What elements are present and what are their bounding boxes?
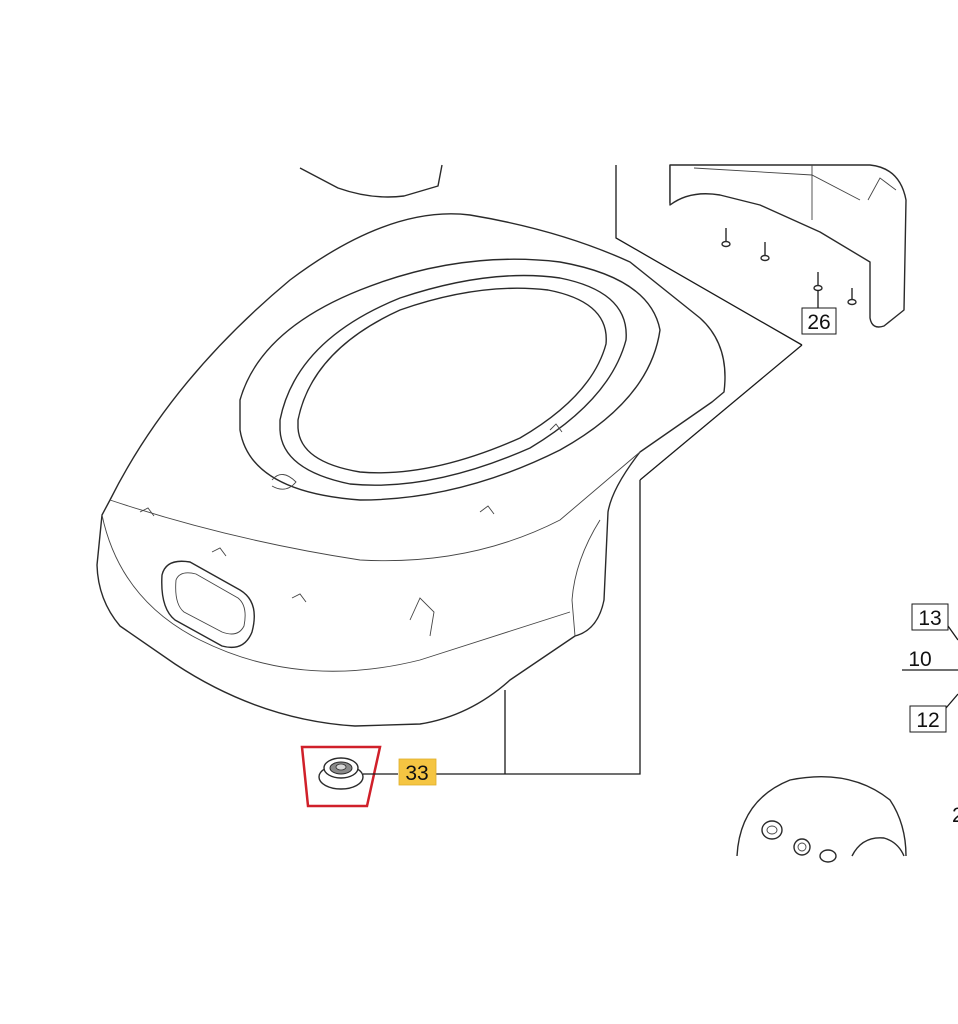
- screw-icon: [721, 228, 731, 248]
- screw-icon: [760, 242, 770, 262]
- callout-26: 26: [801, 290, 837, 335]
- callout-12: 12: [909, 693, 958, 733]
- callout-label: 12: [916, 709, 939, 732]
- body-cover-part: [96, 213, 726, 727]
- callout-highlight: [398, 758, 437, 786]
- screws: [721, 228, 857, 306]
- rear-panel-part: [669, 164, 907, 328]
- detail-inset: [736, 776, 907, 863]
- callout-label: 10: [908, 648, 931, 671]
- callout-partial: 2: [952, 804, 958, 827]
- callout-10: 10: [902, 648, 958, 671]
- callout-label: 33: [405, 762, 428, 785]
- screw-icon: [813, 272, 823, 292]
- screw-icon: [847, 288, 857, 306]
- callout-label: 2: [952, 804, 958, 827]
- leader-lines: [436, 480, 641, 775]
- upper-left-partial-part: [299, 164, 443, 198]
- callout-label: 26: [807, 311, 830, 334]
- button-cap-icon: [318, 757, 364, 790]
- selected-part-33[interactable]: [300, 745, 398, 808]
- callout-33: 33: [398, 758, 437, 786]
- callout-label: 13: [918, 607, 941, 630]
- callout-13: 13: [911, 603, 958, 641]
